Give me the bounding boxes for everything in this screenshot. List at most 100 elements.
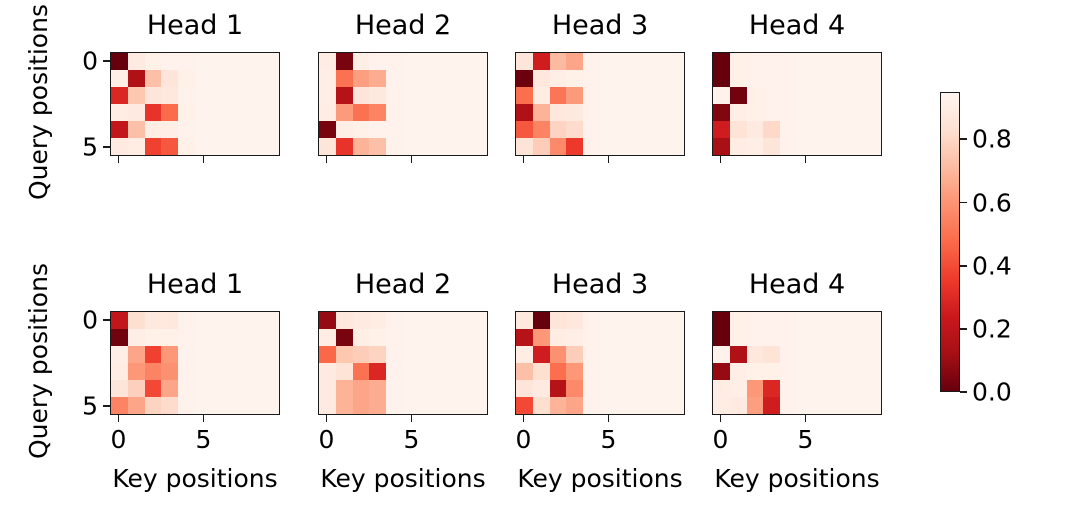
heatmap-cell — [796, 53, 814, 70]
heatmap-cell — [650, 70, 668, 87]
heatmap-cell — [436, 380, 454, 397]
heatmap-cell — [419, 70, 437, 87]
heatmap-cell — [144, 363, 162, 380]
heatmap-cell — [419, 329, 437, 346]
heatmap-cell — [352, 70, 370, 87]
heatmap-cell — [369, 329, 387, 346]
heatmap-cell — [211, 138, 229, 155]
heatmap-cell — [369, 380, 387, 397]
heatmap-cell — [127, 70, 145, 87]
heatmap-cell — [633, 121, 651, 138]
heatmap-cell — [864, 70, 881, 87]
heatmap-cell — [763, 312, 781, 329]
heatmap-cell — [667, 138, 684, 155]
x-tick-label: 5 — [195, 425, 212, 454]
heatmap-cell — [780, 104, 797, 121]
x-axis-label: Key positions — [714, 464, 880, 493]
heatmap-row0-col3 — [712, 52, 882, 156]
heatmap-cell — [470, 70, 487, 87]
heatmap-cell — [245, 70, 263, 87]
heatmap-cell — [111, 104, 128, 121]
heatmap-cell — [633, 363, 651, 380]
heatmap-cell — [549, 363, 567, 380]
heatmap-cell — [516, 363, 533, 380]
heatmap-cell — [746, 104, 764, 121]
heatmap-cell — [194, 87, 212, 104]
heatmap-cell — [228, 53, 246, 70]
heatmap-cell — [436, 138, 454, 155]
heatmap-cell — [616, 138, 634, 155]
heatmap-cell — [746, 380, 764, 397]
heatmap-cell — [319, 138, 336, 155]
heatmap-cell — [633, 87, 651, 104]
heatmap-cell — [516, 87, 533, 104]
heatmap-cell — [813, 70, 831, 87]
heatmap-cell — [847, 329, 865, 346]
heatmap-cell — [262, 329, 279, 346]
heatmap-cell — [111, 397, 128, 414]
heatmap-cell — [532, 70, 550, 87]
heatmap-cell — [211, 312, 229, 329]
heatmap-cell — [127, 363, 145, 380]
heatmap-cell — [194, 312, 212, 329]
heatmap-cell — [144, 397, 162, 414]
x-tick-label: 0 — [515, 425, 532, 454]
heatmap-cell — [144, 138, 162, 155]
heatmap-cell — [262, 70, 279, 87]
heatmap-cell — [599, 329, 617, 346]
heatmap-cell — [549, 138, 567, 155]
heatmap-cell — [453, 138, 471, 155]
heatmap-cell — [830, 104, 848, 121]
heatmap-cell — [796, 138, 814, 155]
heatmap-cell — [436, 363, 454, 380]
heatmap-cell — [127, 312, 145, 329]
heatmap-cell — [650, 329, 668, 346]
heatmap-cell — [161, 53, 179, 70]
heatmap-cell — [616, 397, 634, 414]
heatmap-cell — [386, 363, 403, 380]
heatmap-cell — [813, 121, 831, 138]
heatmap-cell — [633, 104, 651, 121]
heatmap-cell — [335, 70, 353, 87]
heatmap-cell — [127, 53, 145, 70]
colorbar — [940, 92, 960, 392]
heatmap-cell — [453, 104, 471, 121]
heatmap-cell — [144, 380, 162, 397]
panel-title-row1-col1: Head 2 — [354, 269, 452, 300]
heatmap-cell — [796, 70, 814, 87]
heatmap-cell — [864, 87, 881, 104]
heatmap-cell — [616, 346, 634, 363]
heatmap-cell — [402, 380, 420, 397]
heatmap-row1-col2 — [515, 311, 685, 415]
x-tick-mark — [117, 156, 120, 163]
heatmap-cell — [194, 380, 212, 397]
heatmap-cell — [111, 329, 128, 346]
colorbar-tick-mark — [960, 391, 967, 393]
heatmap-cell — [516, 70, 533, 87]
heatmap-cell — [319, 70, 336, 87]
heatmap-cell — [713, 363, 730, 380]
heatmap-cell — [864, 104, 881, 121]
heatmap-cell — [847, 312, 865, 329]
heatmap-cell — [194, 363, 212, 380]
heatmap-cell — [453, 363, 471, 380]
heatmap-cell — [847, 121, 865, 138]
heatmap-cell — [127, 380, 145, 397]
heatmap-cell — [780, 121, 797, 138]
heatmap-cell — [516, 104, 533, 121]
heatmap-cell — [127, 121, 145, 138]
x-tick-mark — [719, 156, 722, 163]
colorbar-tick-label: 0.2 — [972, 314, 1012, 344]
heatmap-cell — [813, 363, 831, 380]
heatmap-cell — [245, 138, 263, 155]
heatmap-cell — [211, 363, 229, 380]
heatmap-cell — [262, 53, 279, 70]
heatmap-cell — [127, 346, 145, 363]
heatmap-cell — [796, 104, 814, 121]
heatmap-cell — [650, 87, 668, 104]
heatmap-cell — [245, 104, 263, 121]
heatmap-cell — [549, 87, 567, 104]
heatmap-cell — [599, 346, 617, 363]
heatmap-cell — [847, 346, 865, 363]
heatmap-cell — [813, 87, 831, 104]
